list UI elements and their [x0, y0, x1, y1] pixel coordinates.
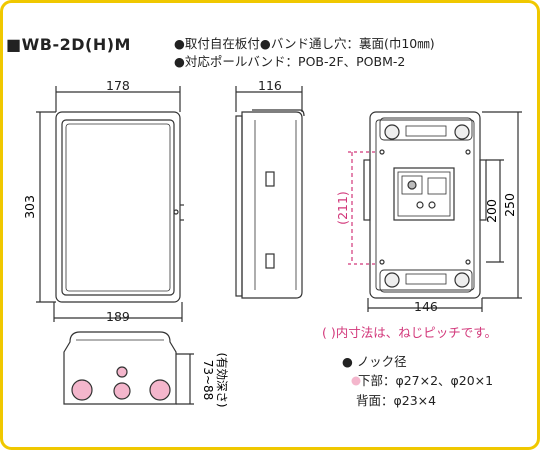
bottom-depth-label: 73~88 [201, 360, 215, 401]
back-height-outer-label: 250 [502, 193, 517, 217]
front-height-label: 303 [22, 195, 37, 219]
bottom-depth-note-label: (有効深さ) [215, 353, 229, 408]
pitch-note: ( )内寸法は、ねじピッチです。 [322, 325, 497, 340]
front-width-bottom-label: 189 [106, 309, 130, 324]
side-view [235, 86, 305, 299]
front-width-top-label: 178 [106, 78, 130, 93]
back-height-inner-label: 200 [484, 199, 499, 223]
page-title: ■WB-2D(H)M [6, 35, 131, 54]
spec-line-2: ●対応ポールバンド：POB-2F、POBM-2 [174, 54, 406, 69]
back-width-label: 146 [414, 299, 438, 314]
knock-bullet-icon [351, 376, 361, 386]
back-view [348, 111, 522, 312]
back-inner-height-label: (211) [335, 191, 350, 225]
side-depth-label: 116 [258, 78, 282, 93]
knock-label: ● ノック径 [342, 354, 407, 369]
front-view [36, 86, 184, 322]
bottom-view [63, 331, 194, 405]
knock-back-text: 背面：φ23×4 [356, 393, 437, 408]
knock-bottom-text: 下部：φ27×2、φ20×1 [350, 373, 494, 388]
spec-line-1: ●取付自在板付●バンド通し穴：裏面(巾10㎜) [174, 36, 435, 51]
